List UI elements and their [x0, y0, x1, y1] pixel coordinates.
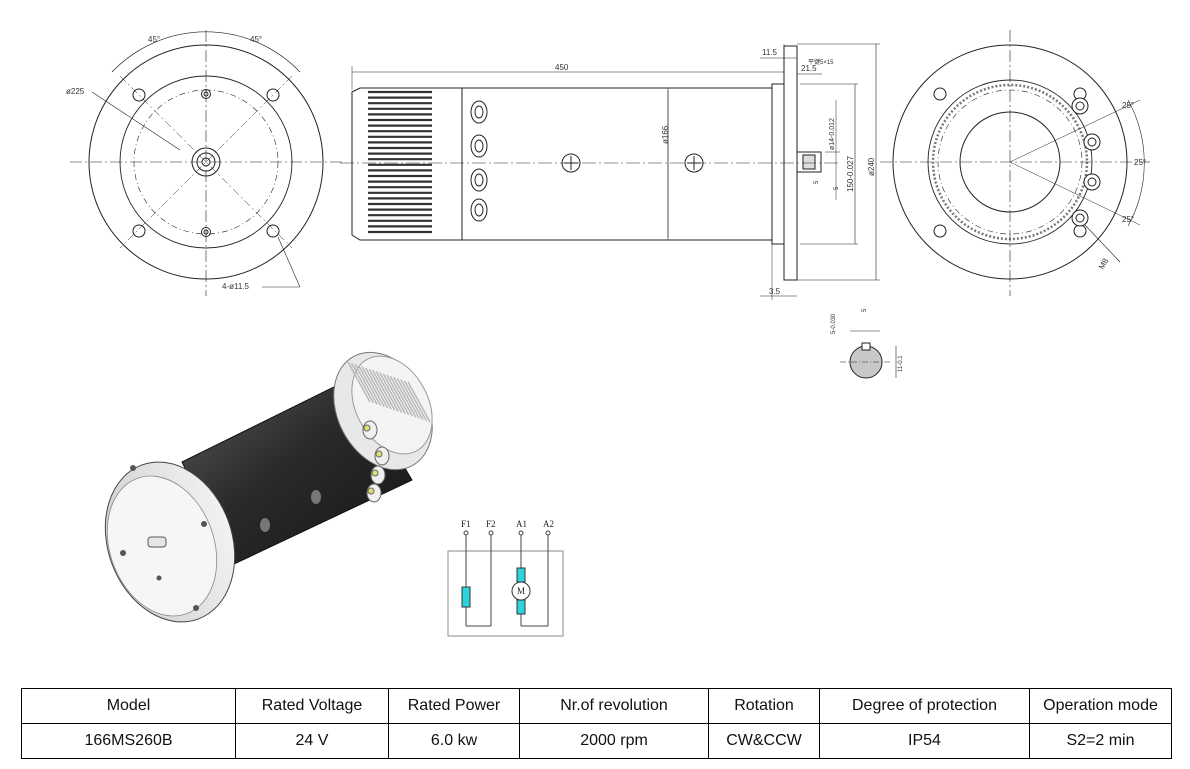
cap-fin-line — [386, 374, 410, 416]
spec-value-row: 166MS260B 24 V 6.0 kw 2000 rpm CW&CCW IP… — [21, 723, 1172, 759]
header-rotation: Rotation — [708, 688, 820, 724]
rear-angle-1: 25° — [1122, 101, 1134, 110]
side-view — [340, 43, 880, 300]
header-rated-power: Rated Power — [388, 688, 520, 724]
terminal-f1: F1 — [461, 519, 471, 529]
front-view — [70, 30, 342, 296]
value-operation-mode: S2=2 min — [1029, 723, 1172, 759]
cap-fin-line — [389, 375, 414, 417]
header-protection: Degree of protection — [819, 688, 1030, 724]
terminal-stud-core — [474, 203, 484, 217]
value-rotation: CW&CCW — [708, 723, 820, 759]
cap-fin-line — [375, 371, 399, 412]
key-length-label: 5 — [814, 180, 820, 184]
length-label: 450 — [555, 63, 569, 72]
terminal-a1: A1 — [516, 519, 527, 529]
cap-fin-line — [407, 381, 431, 423]
cap-fin-line — [354, 363, 378, 405]
cap-fin-line — [379, 372, 403, 413]
cap-fin-line — [382, 373, 406, 415]
cap-fin-line — [361, 366, 385, 408]
spec-header-row: Model Rated Voltage Rated Power Nr.of re… — [21, 688, 1172, 724]
key-note-label: 平键5×15 — [808, 58, 834, 66]
shaft-length-label: 5 — [834, 186, 840, 190]
header-revolution: Nr.of revolution — [519, 688, 709, 724]
key-dim-label: 5-0.030 — [831, 313, 837, 334]
diameter-label: ø225 — [66, 87, 85, 96]
value-protection: IP54 — [819, 723, 1030, 759]
wiring-diagram — [447, 530, 564, 637]
cooling-fins — [368, 90, 432, 234]
holes-label: 4-ø11.5 — [222, 282, 250, 291]
thread-label: M8 — [1097, 256, 1111, 271]
key-top-label: 5 — [862, 308, 868, 312]
field-winding — [461, 586, 471, 608]
rear-angle-2: 25° — [1134, 158, 1146, 167]
cap-fin-line — [357, 365, 382, 406]
header-operation-mode: Operation mode — [1029, 688, 1172, 724]
motor-3d-render — [104, 351, 433, 623]
terminal-f2: F2 — [486, 519, 496, 529]
angle-label-left: 45° — [148, 35, 160, 44]
body-diameter-label: ø166 — [661, 125, 670, 144]
key-section — [840, 330, 897, 379]
terminal-studs — [470, 100, 488, 222]
key-height-label: 11-0.1 — [898, 355, 904, 372]
header-rated-voltage: Rated Voltage — [235, 688, 389, 724]
cap-fin-line — [396, 378, 421, 419]
terminal-stud-core — [474, 105, 484, 119]
flange-thickness-label: 11.5 — [762, 48, 778, 57]
spec-table: Model Rated Voltage Rated Power Nr.of re… — [21, 688, 1172, 759]
angle-label-right: 45° — [250, 35, 262, 44]
rear-terminal-studs — [1071, 97, 1101, 227]
cap-fin-line — [403, 380, 428, 422]
rear-view — [880, 30, 1150, 296]
cap-fin-line — [347, 361, 371, 403]
cap-fin-line — [368, 368, 392, 410]
technical-drawing: 45° 45° ø225 4-ø11.5 — [66, 30, 1150, 637]
cap-fin-line — [364, 367, 389, 409]
spigot-depth-label: 3.5 — [769, 287, 781, 296]
terminal-stud-core — [474, 139, 484, 153]
value-rated-voltage: 24 V — [235, 723, 389, 759]
rear-angle-3: 25° — [1122, 215, 1134, 224]
value-model: 166MS260B — [21, 723, 236, 759]
header-model: Model — [21, 688, 236, 724]
shaft-offset-label: 21.5 — [801, 64, 817, 73]
cap-fin-line — [372, 369, 396, 411]
outer-diameter-label: ø240 — [867, 157, 876, 176]
cap-fins — [347, 361, 431, 423]
cap-fin-line — [393, 376, 417, 418]
motor-symbol-label: M — [517, 586, 525, 596]
value-revolution: 2000 rpm — [519, 723, 709, 759]
3d-terminals — [362, 420, 390, 503]
value-rated-power: 6.0 kw — [388, 723, 520, 759]
terminal-stud-core — [474, 173, 484, 187]
spigot-diameter-label: 150-0.027 — [846, 155, 855, 192]
cap-fin-line — [400, 379, 424, 421]
cap-fin-line — [350, 362, 375, 404]
shaft-diameter-label: ø14-0.012 — [829, 118, 836, 150]
terminal-a2: A2 — [543, 519, 554, 529]
